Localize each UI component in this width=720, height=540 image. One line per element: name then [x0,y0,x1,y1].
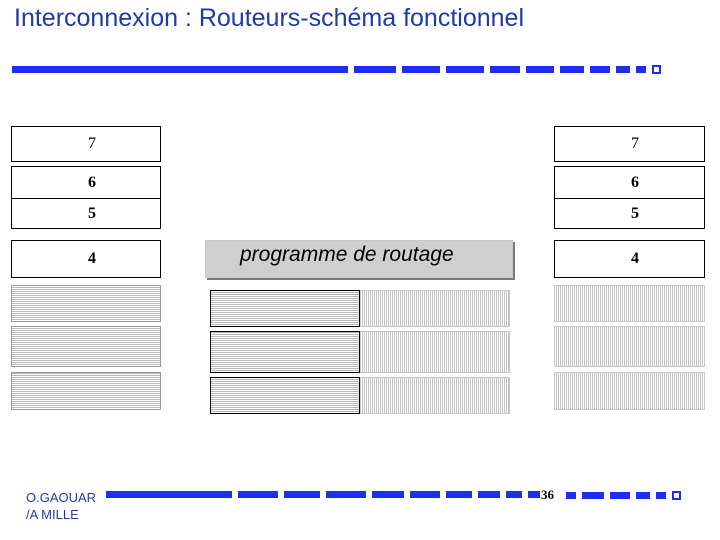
router-layer-3-right [360,290,510,327]
right-layer-7-label: 7 [631,135,639,152]
router-layer-2-right [360,331,510,373]
right-layer-6-label: 6 [631,173,639,191]
router-layer-1-left [210,377,360,414]
left-layer-2 [11,326,161,367]
left-layer-5: 5 [11,199,161,229]
routing-program-box: programme de routage [205,240,513,278]
slide-title: Interconnexion : Routeurs-schéma fonctio… [14,4,525,32]
left-layer-6: 6 [11,166,161,199]
right-layer-6: 6 [554,166,705,199]
left-layer-7: 7 [11,126,161,162]
routing-program-label: programme de routage [240,243,454,266]
router-layer-3-left [210,290,360,327]
right-layer-5: 5 [554,199,705,229]
right-layer-3 [554,285,705,322]
left-layer-1 [11,372,161,410]
right-layer-7: 7 [554,126,705,162]
footer-rule [106,491,546,498]
left-layer-7-label: 7 [88,135,96,152]
right-layer-4-label: 4 [631,250,639,267]
right-layer-5-label: 5 [631,204,639,222]
left-layer-6-label: 6 [88,173,96,191]
right-layer-4: 4 [554,240,705,278]
footer-author: O.GAOUAR /A MILLE [26,489,96,523]
footer-rule-right [566,491,681,500]
left-layer-4: 4 [11,240,161,278]
page-number: 36 [541,487,554,502]
left-layer-3 [11,285,161,322]
author-line-2: /A MILLE [26,507,79,522]
author-line-1: O.GAOUAR [26,490,97,505]
right-layer-2 [554,326,705,367]
right-layer-1 [554,372,705,410]
title-rule [12,65,661,74]
left-layer-4-label: 4 [88,250,96,267]
router-layer-1-right [360,377,510,414]
left-layer-5-label: 5 [88,204,96,222]
router-layer-2-left [210,331,360,373]
